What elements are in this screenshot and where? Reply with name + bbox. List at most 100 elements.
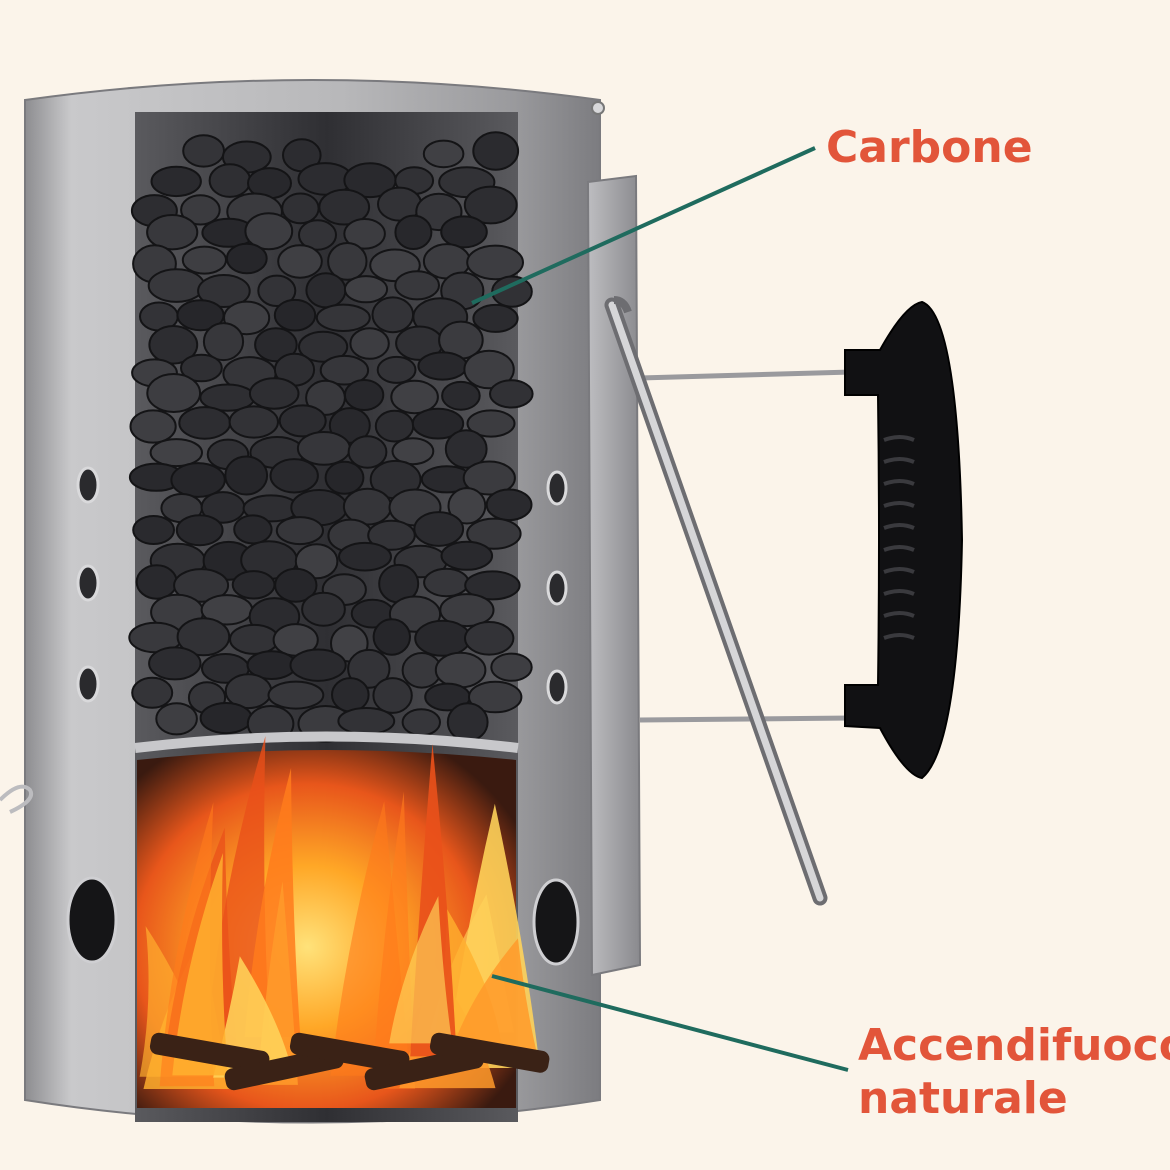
charcoal-lump	[244, 212, 294, 251]
charcoal-lump	[275, 516, 324, 546]
charcoal-lump	[444, 429, 488, 469]
flame-tongue	[447, 938, 540, 1063]
grip-ridge	[883, 435, 915, 442]
charcoal-lump	[129, 409, 177, 444]
charcoal-pile	[128, 131, 534, 743]
vent-holes-right	[532, 470, 580, 966]
charcoal-lump	[347, 648, 391, 689]
grip-ridge	[883, 457, 915, 464]
grip-ridge	[883, 589, 915, 596]
charcoal-lump	[178, 406, 232, 440]
charcoal-lump	[372, 677, 413, 714]
charcoal-lump	[490, 652, 533, 682]
charcoal-lump	[267, 680, 325, 710]
charcoal-lump	[376, 355, 417, 384]
charcoal-lump	[411, 407, 465, 440]
label-fire-starter-line2: naturale	[858, 1072, 1068, 1124]
wood-log	[429, 1032, 550, 1073]
wood-log	[149, 1032, 270, 1073]
charcoal-lump	[176, 617, 231, 657]
charcoal-lump	[463, 185, 518, 225]
charcoal-lump	[146, 373, 202, 413]
charcoal-lump	[468, 680, 523, 714]
leader-line-charcoal	[471, 146, 816, 305]
label-fire-starter-line1: Accendifuoco	[858, 1020, 1170, 1071]
charcoal-lump	[328, 407, 371, 444]
charcoal-lump	[254, 327, 298, 363]
charcoal-lump	[371, 296, 415, 334]
charcoal-lump	[229, 623, 280, 655]
charcoal-lump	[233, 514, 273, 545]
charcoal-lump	[319, 354, 370, 386]
charcoal-lump	[413, 511, 465, 547]
flame-tongue	[172, 852, 229, 1076]
grip-ridge	[883, 633, 915, 640]
charcoal-lump	[446, 702, 489, 742]
charcoal-lump	[434, 651, 487, 689]
charcoal-lump	[148, 646, 202, 681]
charcoal-lump	[472, 131, 520, 171]
charcoal-lump	[464, 570, 521, 601]
charcoal-lump	[401, 708, 441, 737]
charcoal-lump	[269, 458, 319, 494]
charcoal-lump	[422, 139, 465, 169]
handle-grip	[883, 435, 915, 640]
charcoal-lump	[277, 244, 323, 279]
charcoal-lump	[372, 618, 411, 656]
charcoal-lump	[343, 379, 385, 411]
charcoal-lump	[199, 702, 253, 735]
charcoal-lump	[367, 519, 416, 551]
charcoal-lump	[147, 268, 206, 303]
charcoal-lump	[173, 568, 230, 603]
charcoal-lump	[135, 564, 178, 600]
support-rod	[604, 296, 828, 906]
charcoal-lump	[447, 487, 487, 525]
charcoal-lump	[439, 593, 495, 628]
charcoal-lump	[180, 194, 221, 226]
flame-tongue	[389, 896, 453, 1044]
charcoal-lump	[248, 377, 300, 410]
charcoal-lump	[296, 431, 351, 466]
charcoal-lump	[208, 163, 252, 198]
charcoal-lump	[224, 455, 269, 496]
charcoal-lump	[463, 349, 515, 390]
charcoal-lump	[180, 353, 223, 383]
charcoal-lump	[298, 219, 337, 251]
charcoal-lump	[440, 540, 494, 571]
charcoal-lump	[298, 330, 349, 363]
charcoal-lump	[337, 707, 396, 736]
charcoal-lump	[170, 462, 226, 498]
grip-ridge	[883, 567, 915, 574]
charcoal-lump	[273, 298, 317, 332]
charcoal-lump	[489, 379, 534, 409]
grip-ridge	[883, 611, 915, 618]
charcoal-lump	[391, 437, 435, 466]
charcoal-lump	[278, 404, 327, 438]
charcoal-lump	[228, 405, 280, 439]
charcoal-lump	[394, 270, 441, 301]
charcoal-lump	[462, 460, 516, 496]
charcoal-lump	[175, 514, 224, 547]
charcoal-lump	[324, 460, 365, 495]
charcoal-lump	[472, 303, 519, 333]
charcoal-lump	[441, 380, 481, 411]
vent-holes-left	[66, 466, 118, 964]
charcoal-lump	[148, 325, 199, 365]
charcoal-lump	[343, 218, 386, 250]
charcoal-lump	[338, 541, 392, 572]
flames	[139, 736, 550, 1091]
charcoal-lump	[417, 351, 468, 381]
leader-line-fire-starter	[491, 974, 849, 1072]
label-fire-starter: Accendifuoco naturale	[858, 1020, 1170, 1126]
charcoal-lump	[390, 379, 439, 415]
charcoal-lump	[347, 435, 388, 469]
charcoal-lump	[274, 567, 318, 603]
charcoal-lump	[464, 621, 515, 656]
charcoal-lump	[225, 242, 268, 275]
charcoal-lump	[146, 214, 199, 251]
charcoal-lump	[301, 591, 346, 627]
charcoal-lump	[394, 214, 433, 251]
charcoal-lump	[231, 570, 276, 600]
charcoal-lump	[485, 488, 533, 522]
